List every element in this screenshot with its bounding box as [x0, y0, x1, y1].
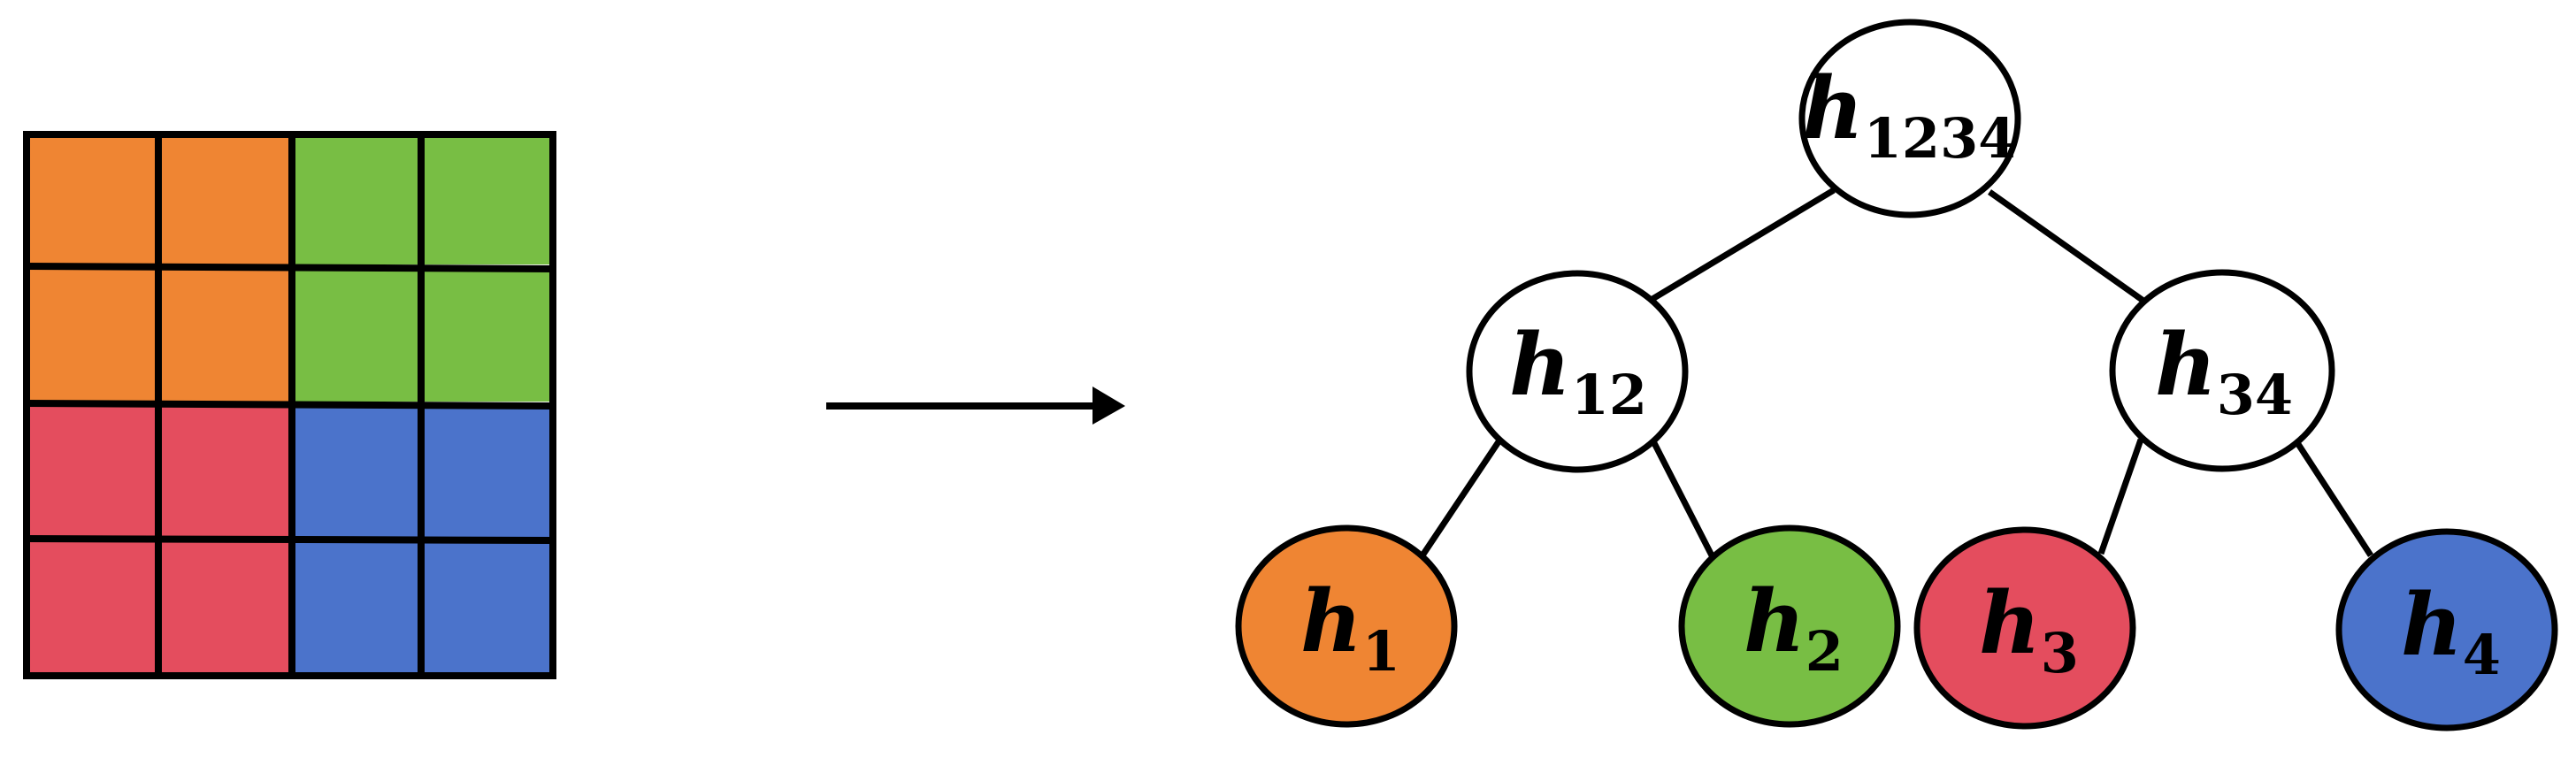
grid-cell	[423, 269, 551, 402]
grid-line-h	[26, 535, 554, 544]
grid-cell	[161, 406, 289, 537]
tree-leaf-h3: h3	[1913, 526, 2136, 730]
edge-root-h34	[1987, 189, 2146, 303]
edge-h34-h4	[2292, 437, 2373, 557]
tree-leaf-h1: h1	[1235, 524, 1458, 728]
tree-node-h34: h34	[2109, 269, 2335, 472]
grid-lines	[23, 131, 556, 679]
grid-cell	[28, 541, 157, 674]
leaf-h4-label: h4	[2401, 575, 2501, 687]
grid-cell	[423, 136, 551, 264]
tree-node-h12: h12	[1466, 270, 1689, 473]
edge-h12-h1	[1420, 439, 1502, 557]
node-h34-label: h34	[2155, 315, 2293, 427]
tree-nodes: h1234 h12 h34 h1 h2	[1235, 19, 2558, 731]
tree-leaf-h2: h2	[1678, 524, 1901, 728]
tree-edges	[1420, 187, 2373, 557]
grid-cell	[161, 541, 289, 674]
node-h12-label: h12	[1509, 315, 1647, 427]
tree-node-root: h1234	[1798, 19, 2021, 218]
grid-cell	[161, 269, 289, 402]
node-root-label: h1234	[1802, 58, 2016, 171]
grid-cell	[294, 406, 422, 537]
right-arrow-icon	[826, 387, 1125, 425]
edge-root-h12	[1651, 187, 1836, 302]
tree-leaf-h4: h4	[2335, 528, 2558, 731]
grid-cell	[161, 136, 289, 264]
edge-h34-h3	[2097, 438, 2144, 555]
leaf-h2-label: h2	[1744, 571, 1844, 684]
grid-cell	[294, 269, 422, 402]
edge-h12-h2	[1649, 438, 1715, 557]
leaf-h3-label: h3	[1979, 573, 2079, 685]
grid-cell	[294, 541, 422, 674]
grid-cell	[28, 406, 157, 537]
grid-cell	[423, 541, 551, 674]
grid-cell	[423, 406, 551, 537]
leaf-h1-label: h1	[1300, 571, 1400, 684]
grid-cell	[294, 136, 422, 264]
color-grid	[23, 131, 556, 679]
grid-line-h	[26, 263, 554, 272]
grid-line-h	[26, 400, 554, 410]
grid-cell	[28, 136, 157, 264]
grid-cell	[28, 269, 157, 402]
